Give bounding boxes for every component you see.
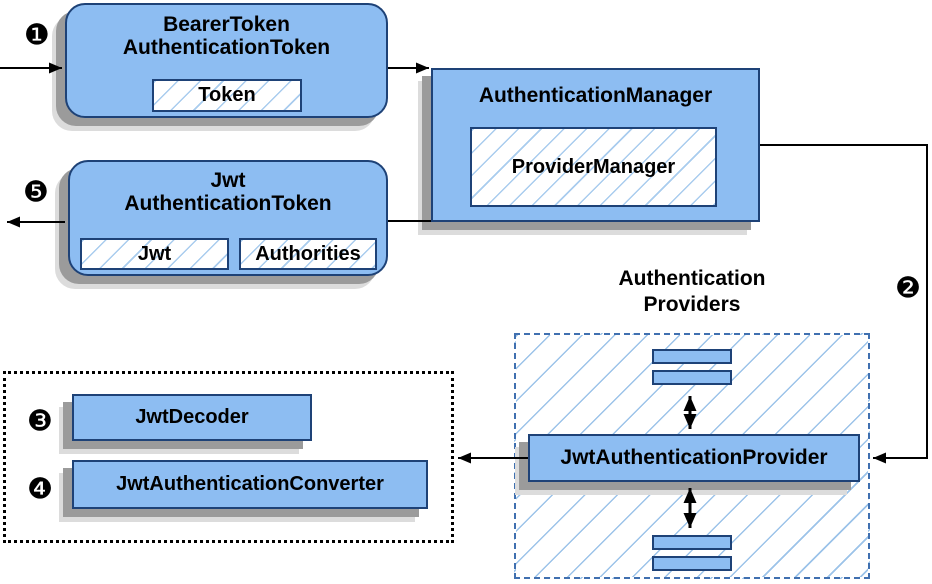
step-5-badge: ❺ <box>23 174 49 209</box>
bearer-token-title-line2: AuthenticationToken <box>122 36 331 59</box>
jwt-decoder-box: JwtDecoder <box>72 394 312 441</box>
jwt-authentication-converter-label: JwtAuthenticationConverter <box>116 473 384 495</box>
provider-manager-chip: ProviderManager <box>470 127 717 207</box>
jwt-token-title-line2: AuthenticationToken <box>124 192 332 215</box>
jwt-token-node-title: Jwt AuthenticationToken <box>70 162 386 215</box>
authentication-manager-node: AuthenticationManager ProviderManager <box>431 68 760 222</box>
provider-stack-rect-bottom-1 <box>652 535 732 550</box>
jwt-authentication-provider-label: JwtAuthenticationProvider <box>560 446 828 469</box>
jwt-chip-label: Jwt <box>137 242 172 265</box>
authentication-providers-label-line1: Authentication <box>618 267 766 290</box>
bearer-token-node-title: BearerToken AuthenticationToken <box>67 5 386 59</box>
jwt-chip: Jwt <box>80 238 229 270</box>
jwt-authentication-token-node: Jwt AuthenticationToken Jwt Authorities <box>68 160 388 276</box>
jwt-authentication-converter-box: JwtAuthenticationConverter <box>72 460 428 509</box>
step-1-badge: ❶ <box>24 17 50 52</box>
token-chip: Token <box>152 79 302 112</box>
provider-manager-chip-label: ProviderManager <box>511 155 676 178</box>
authentication-providers-label-line2: Providers <box>643 293 741 316</box>
provider-stack-rect-bottom-2 <box>652 556 732 571</box>
jwt-authentication-provider-box: JwtAuthenticationProvider <box>528 434 860 482</box>
provider-stack-rect-top-2 <box>652 370 732 385</box>
jwt-token-title-line1: Jwt <box>210 169 246 192</box>
decoder-converter-group-box <box>3 371 454 543</box>
authorities-chip-label: Authorities <box>255 242 361 265</box>
bearer-token-authentication-token-node: BearerToken AuthenticationToken Token <box>65 3 388 118</box>
token-chip-label: Token <box>198 84 256 106</box>
provider-stack-rect-top-1 <box>652 349 732 364</box>
bearer-token-title-line1: BearerToken <box>163 13 290 36</box>
authorities-chip: Authorities <box>239 238 377 270</box>
jwt-decoder-label: JwtDecoder <box>135 406 249 428</box>
authentication-manager-title: AuthenticationManager <box>478 84 713 107</box>
authentication-providers-label: Authentication Providers <box>514 266 870 318</box>
step-2-badge: ❷ <box>895 270 921 305</box>
step-4-badge: ❹ <box>27 471 53 506</box>
step-3-badge: ❸ <box>27 403 53 438</box>
